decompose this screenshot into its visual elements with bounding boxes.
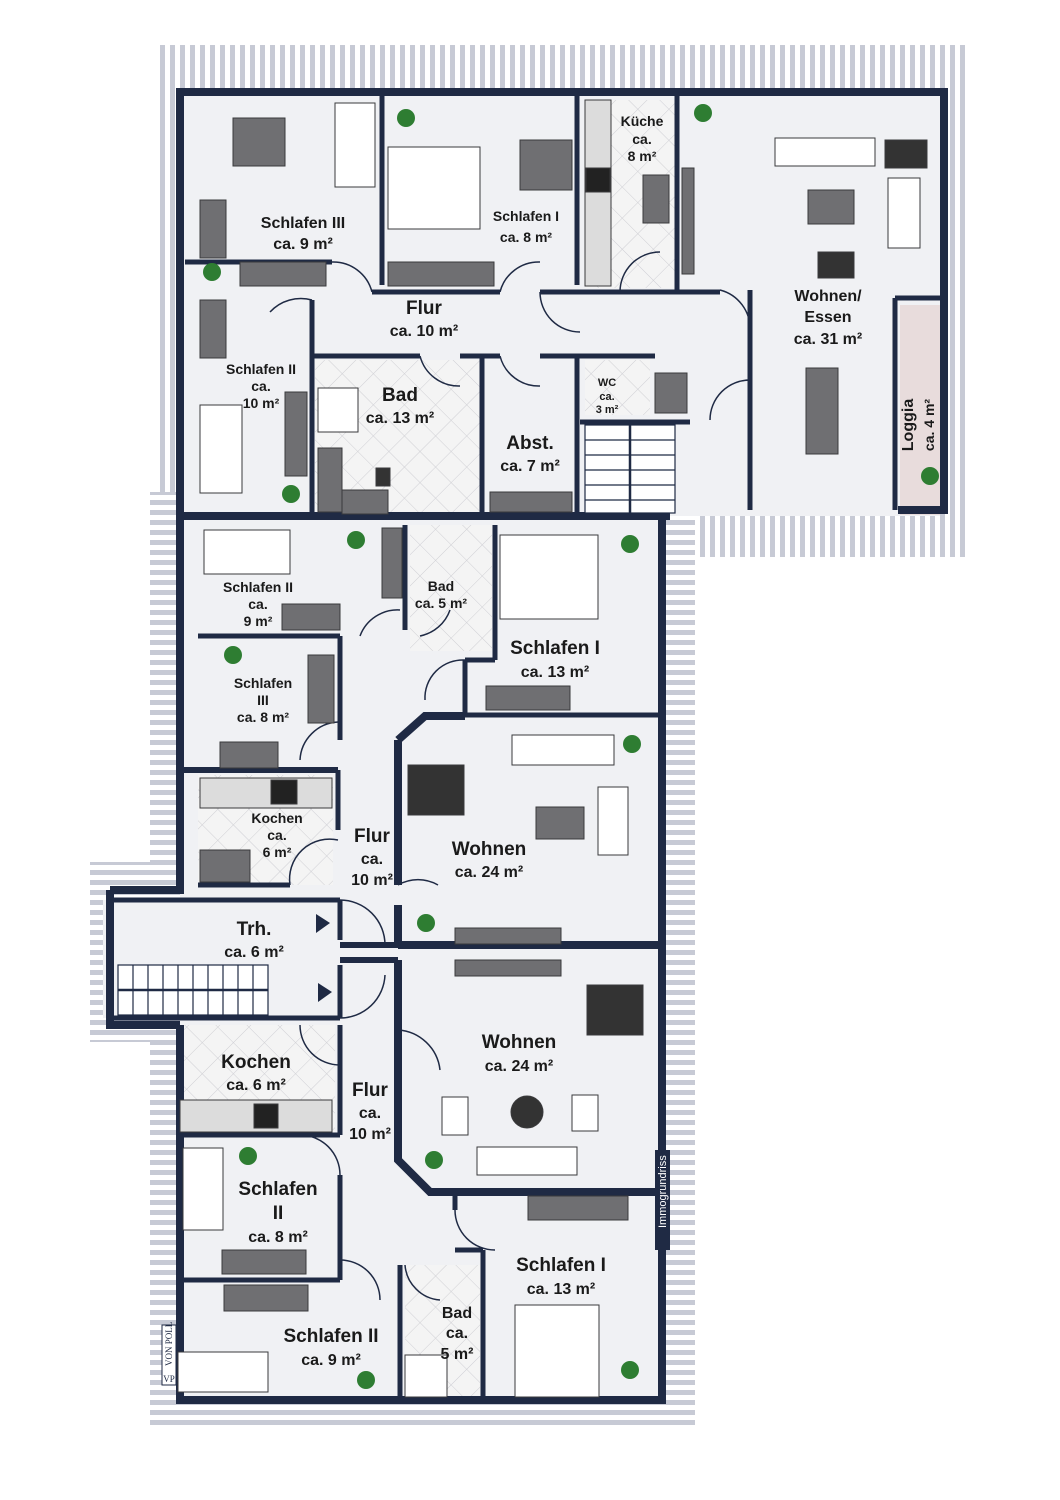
room-name-top-schlafen1: Schlafen I: [493, 208, 559, 224]
room-name-bot-schlafen2a-1: Schlafen: [238, 1179, 317, 1200]
room-area-mid-schlafen1: ca. 13 m²: [521, 664, 589, 681]
room-area-top-kueche-1: ca.: [632, 131, 651, 147]
room-name-top-loggia: Loggia: [900, 399, 917, 452]
plant-icon: [397, 109, 415, 127]
room-name-top-kueche: Küche: [621, 113, 664, 129]
plant-icon: [282, 485, 300, 503]
plant-icon: [921, 467, 939, 485]
room-area-bot-flur-1: ca.: [359, 1105, 381, 1122]
stair-arrows: [316, 914, 332, 1002]
room-area-top-flur: ca. 10 m²: [390, 323, 458, 340]
room-area-top-schlafen1: ca. 8 m²: [500, 229, 552, 245]
plant-icon: [347, 531, 365, 549]
room-area-mid-wohnen: ca. 24 m²: [455, 864, 523, 881]
plant-icon: [621, 535, 639, 553]
room-name-top-bad: Bad: [382, 385, 418, 406]
room-area-mid-bad: ca. 5 m²: [415, 595, 467, 611]
brand-logo-mark: VP: [163, 1374, 175, 1384]
room-name-mid-kochen: Kochen: [251, 810, 302, 826]
room-name-bot-schlafen1: Schlafen I: [516, 1255, 606, 1276]
room-area-bot-bad-1: ca.: [446, 1325, 468, 1342]
room-name-mid-flur: Flur: [354, 826, 390, 847]
room-name-mid-bad: Bad: [428, 578, 454, 594]
room-area-mid-schlafen3: ca. 8 m²: [237, 709, 289, 725]
room-name-top-wohnen-1: Wohnen/: [794, 288, 862, 305]
room-area-mid-flur-2: 10 m²: [351, 872, 393, 889]
room-area-bot-flur-2: 10 m²: [349, 1126, 391, 1143]
room-name-trh: Trh.: [237, 919, 272, 940]
room-name-bot-wohnen: Wohnen: [482, 1032, 557, 1053]
room-area-top-wohnen: ca. 31 m²: [794, 331, 862, 348]
room-name-mid-wohnen: Wohnen: [452, 839, 527, 860]
room-area-top-schlafen2-2: 10 m²: [243, 395, 280, 411]
room-area-bot-bad-2: 5 m²: [441, 1346, 474, 1363]
arrow-right-icon: [318, 983, 332, 1002]
svg-text:Immogrundriss: Immogrundriss: [657, 1155, 669, 1228]
room-area-bot-schlafen2b: ca. 9 m²: [301, 1352, 361, 1369]
room-area-top-kueche-2: 8 m²: [628, 148, 657, 164]
room-name-mid-schlafen1: Schlafen I: [510, 638, 600, 659]
room-area-top-wc-1: ca.: [599, 391, 614, 403]
brand-logo: VP VON POLL: [161, 1322, 177, 1386]
room-area-trh: ca. 6 m²: [224, 944, 284, 961]
room-name-mid-schlafen3-1: Schlafen: [234, 675, 292, 691]
watermark: Immogrundriss: [655, 1150, 670, 1250]
room-area-mid-kochen-2: 6 m²: [263, 844, 292, 860]
plants: [203, 104, 939, 1389]
room-name-top-flur: Flur: [406, 298, 442, 319]
room-area-bot-schlafen2a: ca. 8 m²: [248, 1229, 308, 1246]
room-area-bot-kochen: ca. 6 m²: [226, 1077, 286, 1094]
room-area-top-bad: ca. 13 m²: [366, 410, 434, 427]
furniture: [177, 99, 928, 1398]
plant-icon: [417, 914, 435, 932]
room-area-mid-flur-1: ca.: [361, 851, 383, 868]
room-area-top-wc-2: 3 m²: [596, 404, 619, 416]
plant-icon: [203, 263, 221, 281]
brand-logo-text: VON POLL: [164, 1322, 174, 1366]
room-area-mid-kochen-1: ca.: [267, 827, 286, 843]
room-name-bot-bad: Bad: [442, 1305, 472, 1322]
room-name-bot-kochen: Kochen: [221, 1052, 291, 1073]
room-area-mid-schlafen2-2: 9 m²: [244, 613, 273, 629]
room-labels: Schlafen III ca. 9 m² Schlafen I ca. 8 m…: [221, 113, 937, 1369]
plant-icon: [239, 1147, 257, 1165]
plant-icon: [694, 104, 712, 122]
room-area-top-loggia: ca. 4 m²: [921, 399, 937, 451]
room-name-bot-schlafen2a-2: II: [273, 1203, 284, 1224]
room-area-mid-schlafen2-1: ca.: [248, 596, 267, 612]
room-name-top-wohnen-2: Essen: [804, 309, 851, 326]
room-area-bot-schlafen1: ca. 13 m²: [527, 1281, 595, 1298]
room-area-top-abst: ca. 7 m²: [500, 458, 560, 475]
plant-icon: [621, 1361, 639, 1379]
plant-icon: [623, 735, 641, 753]
plant-icon: [425, 1151, 443, 1169]
plant-icon: [357, 1371, 375, 1389]
room-area-bot-wohnen: ca. 24 m²: [485, 1058, 553, 1075]
walls: [106, 88, 948, 1404]
staircase: [117, 424, 676, 1016]
room-name-top-schlafen3: Schlafen III: [261, 215, 345, 232]
plant-icon: [224, 646, 242, 664]
room-name-bot-schlafen2b: Schlafen II: [283, 1326, 378, 1347]
room-area-top-schlafen3: ca. 9 m²: [273, 236, 333, 253]
room-name-top-abst: Abst.: [506, 433, 554, 454]
arrow-right-icon: [316, 914, 330, 933]
room-name-mid-schlafen2: Schlafen II: [223, 579, 293, 595]
room-area-top-schlafen2-1: ca.: [251, 378, 270, 394]
room-name-top-schlafen2: Schlafen II: [226, 361, 296, 377]
room-name-mid-schlafen3-2: III: [257, 692, 269, 708]
door-swings: [269, 251, 751, 1301]
room-name-bot-flur: Flur: [352, 1080, 388, 1101]
room-name-top-wc: WC: [598, 377, 616, 389]
